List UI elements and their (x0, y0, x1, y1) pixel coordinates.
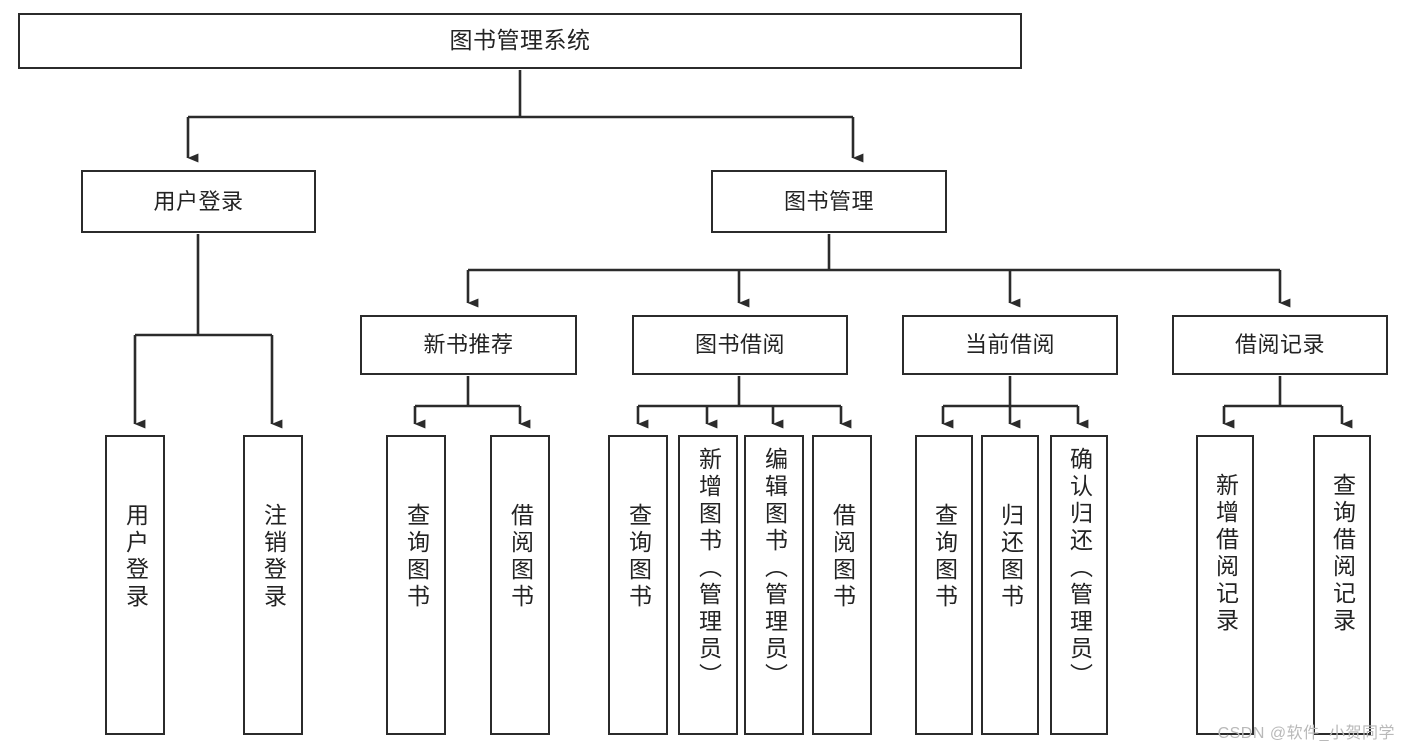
node-label: 归还图书 (997, 503, 1024, 611)
node-label: 借阅图书 (507, 503, 534, 611)
node-current-borrow[interactable]: 当前借阅 (902, 315, 1118, 375)
node-label: 图书管理 (783, 188, 874, 214)
leaf-query-book-borrow[interactable]: 查询图书 (608, 435, 668, 735)
node-new-book-recommend[interactable]: 新书推荐 (360, 315, 577, 375)
node-borrow-record[interactable]: 借阅记录 (1172, 315, 1388, 375)
node-label: 新书推荐 (423, 332, 514, 358)
node-book-management[interactable]: 图书管理 (711, 170, 947, 233)
node-label: 图书管理系统 (449, 27, 591, 54)
node-label: 借阅图书 (829, 503, 856, 611)
leaf-add-book-admin[interactable]: 新增图书（管理员） (678, 435, 738, 735)
node-label: 注销登录 (260, 503, 287, 611)
node-user-login[interactable]: 用户登录 (81, 170, 316, 233)
node-label: 查询图书 (931, 503, 958, 611)
node-label: 编辑图书（管理员） (761, 447, 788, 690)
leaf-user-login[interactable]: 用户登录 (105, 435, 165, 735)
leaf-query-borrow-record[interactable]: 查询借阅记录 (1313, 435, 1371, 735)
node-label: 查询图书 (625, 503, 652, 611)
node-label: 确认归还（管理员） (1066, 447, 1093, 690)
node-label: 图书借阅 (694, 332, 785, 358)
node-label: 用户登录 (122, 503, 149, 611)
node-label: 查询借阅记录 (1329, 473, 1356, 635)
leaf-query-book-recommend[interactable]: 查询图书 (386, 435, 446, 735)
leaf-borrow-book-borrow[interactable]: 借阅图书 (812, 435, 872, 735)
node-label: 用户登录 (153, 188, 244, 214)
leaf-edit-book-admin[interactable]: 编辑图书（管理员） (744, 435, 804, 735)
node-label: 借阅记录 (1234, 332, 1325, 358)
leaf-return-book[interactable]: 归还图书 (981, 435, 1039, 735)
node-label: 当前借阅 (964, 332, 1055, 358)
node-root-book-management-system[interactable]: 图书管理系统 (18, 13, 1022, 69)
node-book-borrow[interactable]: 图书借阅 (632, 315, 848, 375)
node-label: 查询图书 (403, 503, 430, 611)
csdn-watermark: CSDN @软件_小贺同学 (1217, 725, 1395, 742)
leaf-borrow-book-recommend[interactable]: 借阅图书 (490, 435, 550, 735)
leaf-add-borrow-record[interactable]: 新增借阅记录 (1196, 435, 1254, 735)
leaf-confirm-return-admin[interactable]: 确认归还（管理员） (1050, 435, 1108, 735)
leaf-query-book-current[interactable]: 查询图书 (915, 435, 973, 735)
node-label: 新增借阅记录 (1212, 473, 1239, 635)
node-label: 新增图书（管理员） (695, 447, 722, 690)
leaf-logout-login[interactable]: 注销登录 (243, 435, 303, 735)
